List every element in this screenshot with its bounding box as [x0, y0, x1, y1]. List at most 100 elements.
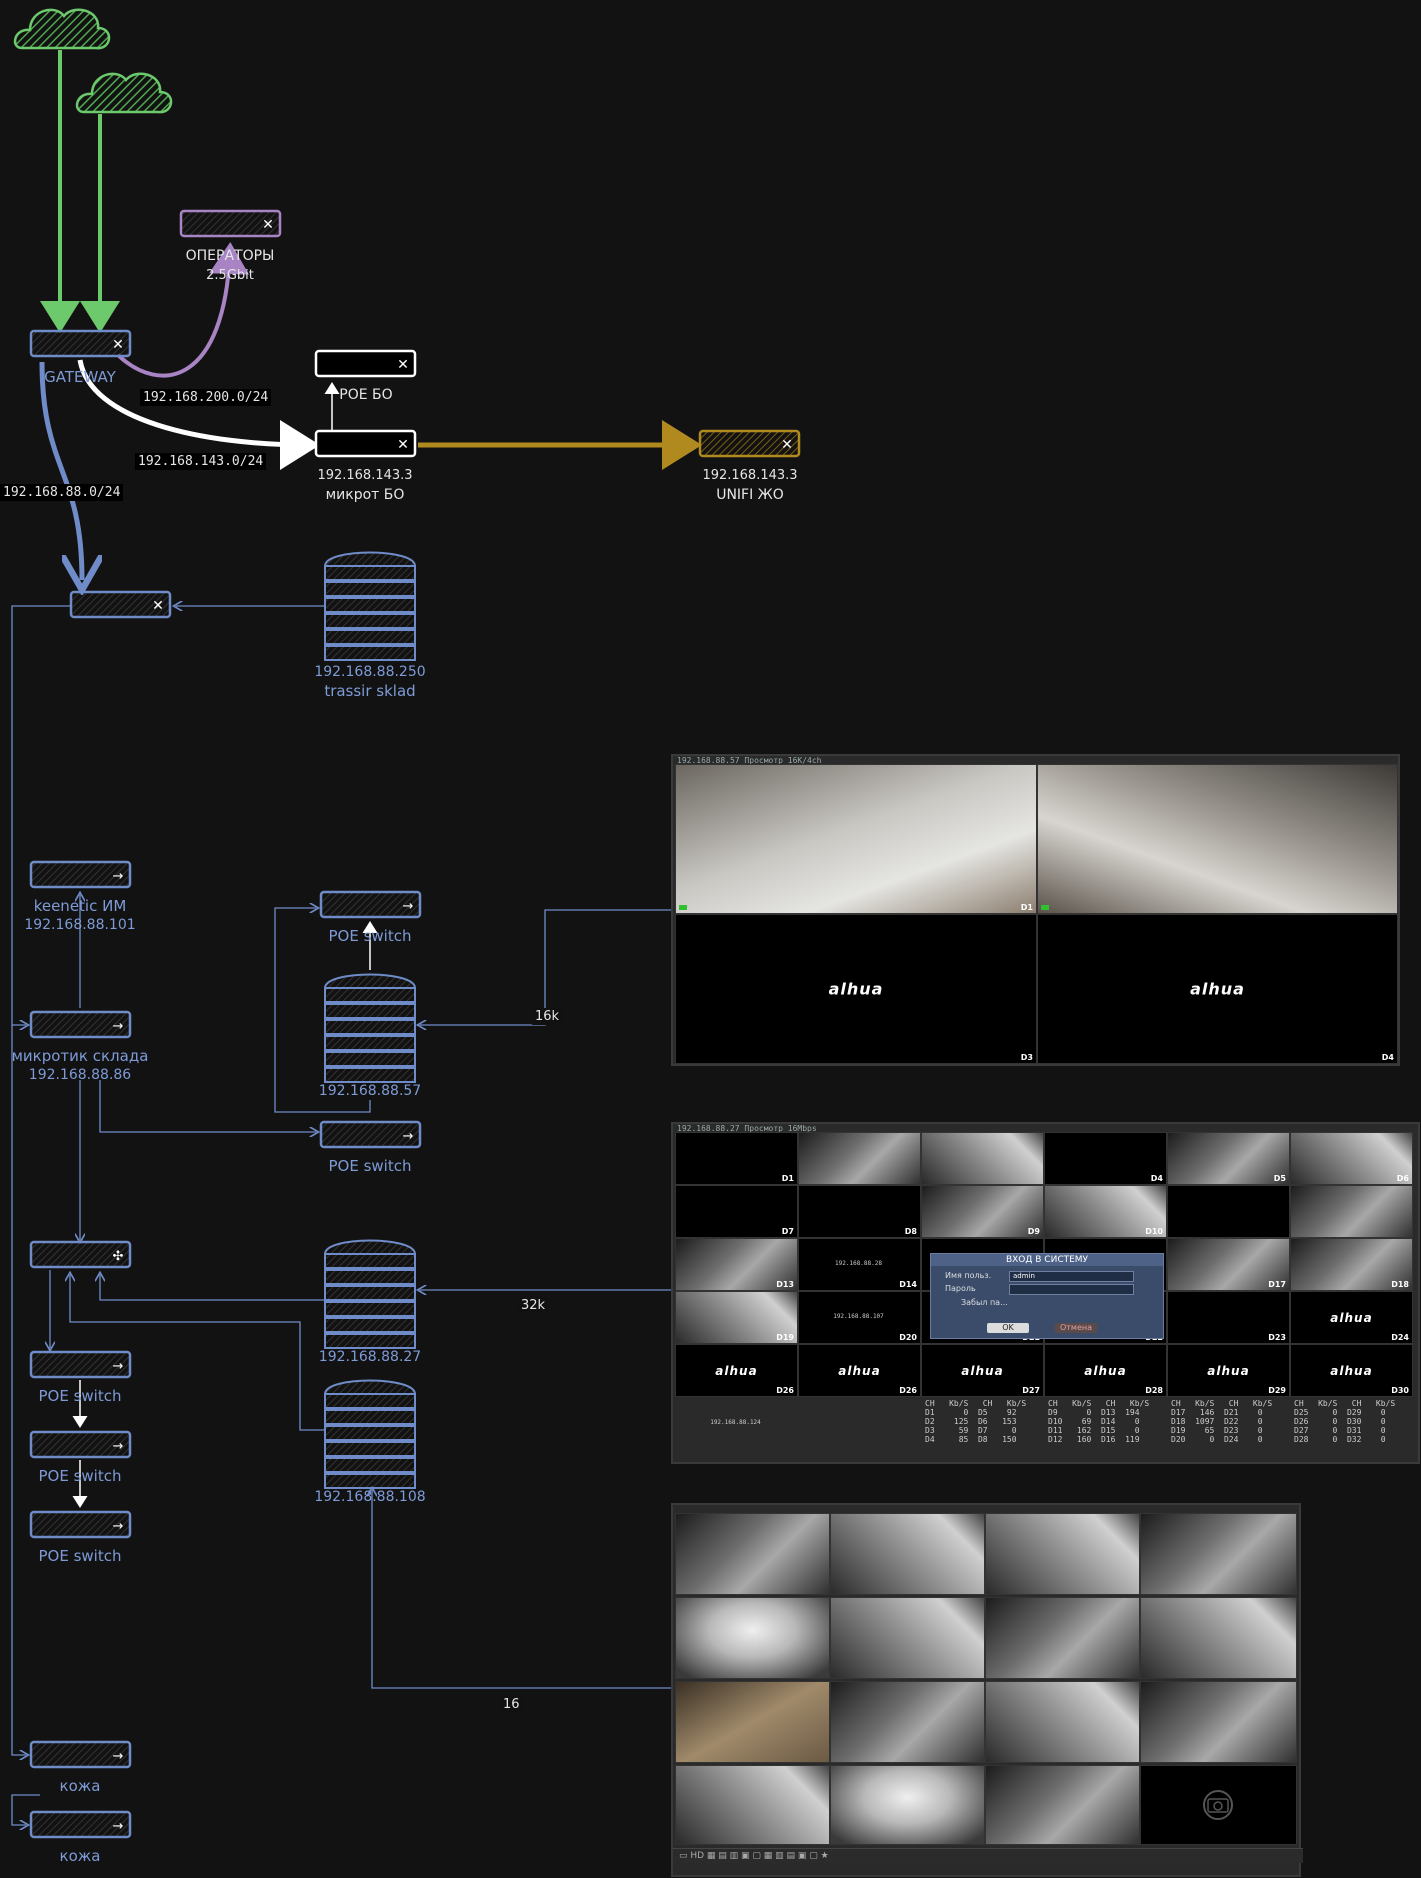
p2-cam: D7	[675, 1185, 798, 1238]
p2-cam-id: D19	[776, 1333, 794, 1342]
p2-cam-id: D23	[1268, 1333, 1286, 1342]
operators-label: ОПЕРАТОРЫ	[185, 248, 275, 264]
p3-cam	[830, 1513, 985, 1595]
mikrot-bo-router-icon[interactable]: ✕	[314, 429, 417, 458]
p2-cam: D17	[1167, 1238, 1290, 1291]
p2-brand: alhua	[1084, 1363, 1127, 1378]
p2-stats-values: D17 146 D21 0 D18 1097 D22 0 D19 65 D23 …	[1171, 1408, 1263, 1444]
p2-cam: D4	[1044, 1132, 1167, 1185]
svg-text:✕: ✕	[397, 357, 409, 373]
mikrotik-sklad-router-icon[interactable]: →	[29, 1010, 132, 1039]
p1-cam-id: D1	[1020, 903, 1033, 912]
lan-subnet-label: 192.168.88.0/24	[0, 484, 124, 501]
kozha-1-router-icon[interactable]: →	[29, 1740, 132, 1769]
kozha-2-router-icon[interactable]: →	[29, 1810, 132, 1839]
poe-switch-2-label: POE switch	[328, 1157, 412, 1175]
nvr57-speed-label: 16k	[532, 1008, 563, 1025]
p2-cam-id: D28	[1145, 1386, 1163, 1395]
p2-brand: alhua	[838, 1363, 881, 1378]
p3-cam	[675, 1597, 830, 1679]
p2-cam: D10	[1044, 1185, 1167, 1238]
internet-cloud-1-icon	[13, 8, 111, 50]
lower-router-icon[interactable]: ✣	[29, 1240, 132, 1269]
trassir-server-icon[interactable]	[323, 551, 417, 661]
trassir-label: trassir sklad	[324, 682, 416, 700]
poe-bo-router-icon[interactable]: ✕	[314, 349, 417, 378]
operators-router-icon[interactable]: ✕	[179, 209, 282, 238]
p2-cam: D1	[675, 1132, 798, 1185]
p3-cam	[830, 1681, 985, 1763]
lan-core-router-icon[interactable]: ✕	[69, 590, 172, 619]
p2-cam: D20	[798, 1291, 921, 1344]
p3-cam	[675, 1513, 830, 1595]
p2-brand: alhua	[1330, 1363, 1373, 1378]
trassir-toolbar[interactable]: ▭ HD ▦ ▤ ▥ ▣ ▢ ▦ ▥ ▤ ▣ ▢ ★	[673, 1848, 1303, 1863]
unifi-label: UNIFI ЖО	[716, 487, 784, 503]
mikrot-bo-ip: 192.168.143.3	[317, 468, 413, 483]
p2-cam-id: D30	[1391, 1386, 1409, 1395]
login-pass-input[interactable]	[1009, 1284, 1134, 1295]
poe-switch-5-icon[interactable]: →	[29, 1510, 132, 1539]
login-cancel-button[interactable]: Отмена	[1055, 1323, 1097, 1333]
p2-stats-values: D9 0 D13 194 D10 69 D14 0 D11 162 D15 0 …	[1048, 1408, 1140, 1444]
nvr-57-server-icon[interactable]	[323, 973, 417, 1083]
p2-cam-id: D5	[1273, 1174, 1286, 1183]
poe-switch-1-icon[interactable]: →	[319, 890, 422, 919]
svg-text:✕: ✕	[262, 217, 274, 233]
keenetic-ip: 192.168.88.101	[24, 917, 136, 933]
p2-cam-id: D8	[904, 1227, 917, 1236]
svg-text:→: →	[113, 1519, 124, 1534]
login-forgot-link[interactable]: Забыл па...	[961, 1298, 1008, 1307]
login-ok-button[interactable]: OK	[987, 1323, 1029, 1333]
unifi-ip: 192.168.143.3	[702, 468, 798, 483]
nvr-27-ip: 192.168.88.27	[318, 1349, 422, 1365]
poe-switch-2-icon[interactable]: →	[319, 1120, 422, 1149]
nvr108-speed-label: 16	[500, 1696, 523, 1713]
p2-cam-id: D6	[1396, 1174, 1409, 1183]
p2-cam: D18	[1290, 1238, 1413, 1291]
poe-bo-label: POE БО	[339, 387, 393, 403]
p2-cam: D8	[798, 1185, 921, 1238]
p3-cam	[675, 1765, 830, 1845]
p2-brand: alhua	[961, 1363, 1004, 1378]
login-dialog[interactable]: ВХОД В СИСТЕМУ Имя польз. admin Пароль З…	[930, 1253, 1164, 1339]
keenetic-router-icon[interactable]: →	[29, 860, 132, 889]
nvr-27-server-icon[interactable]	[323, 1239, 417, 1349]
svg-text:→: →	[113, 1819, 124, 1834]
p2-ip-cell: 192.168.88.107	[833, 1313, 884, 1320]
login-user-input[interactable]: admin	[1009, 1271, 1134, 1282]
nvr-108-server-icon[interactable]	[323, 1379, 417, 1489]
poe-switch-4-label: POE switch	[38, 1467, 122, 1485]
poe-switch-4-icon[interactable]: →	[29, 1430, 132, 1459]
poe-switch-3-icon[interactable]: →	[29, 1350, 132, 1379]
p2-cam	[921, 1132, 1044, 1185]
unifi-router-icon[interactable]: ✕	[698, 429, 801, 458]
p1-cam-2	[1037, 764, 1398, 914]
gateway-router-icon[interactable]: ✕	[29, 329, 132, 358]
p2-ip-cell: 192.168.88.28	[835, 1260, 882, 1267]
svg-text:✕: ✕	[781, 437, 793, 453]
p1-cam-id: D4	[1381, 1053, 1394, 1062]
svg-text:→: →	[113, 1359, 124, 1374]
p2-cam-id: D1	[781, 1174, 794, 1183]
p2-cam: D5	[1167, 1132, 1290, 1185]
kozha-1-label: кожа	[59, 1777, 101, 1795]
p2-stats-header: CH Kb/S CH Kb/S	[1294, 1399, 1396, 1408]
p2-cam-id: D18	[1391, 1280, 1409, 1289]
p2-cam-id: D14	[899, 1280, 917, 1289]
p3-cam	[985, 1513, 1140, 1595]
svg-text:✣: ✣	[113, 1249, 124, 1264]
p2-cam: D9	[921, 1185, 1044, 1238]
nvr27-panel-title: 192.168.88.27 Просмотр 16Mbps	[677, 1124, 817, 1133]
